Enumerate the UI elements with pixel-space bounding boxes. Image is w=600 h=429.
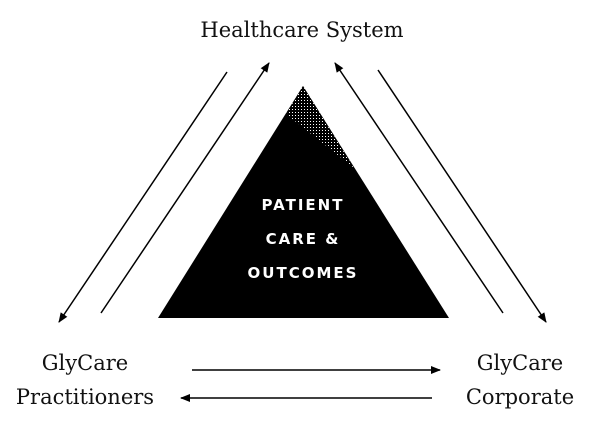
- arrow-healthcare-to-practitioners: [58, 71, 228, 323]
- center-triangle: [158, 86, 449, 318]
- center-label-line2: CARE &: [265, 230, 341, 248]
- node-corporate-line2: Corporate: [465, 385, 575, 409]
- arrow-healthcare-to-corporate: [377, 69, 547, 323]
- arrow-corporate-to-healthcare: [334, 62, 504, 314]
- center-label-line3: OUTCOMES: [247, 264, 359, 282]
- node-practitioners: GlyCare Practitioners: [0, 346, 170, 414]
- triangle-stipple-band: [286, 86, 354, 168]
- node-practitioners-line1: GlyCare: [41, 351, 129, 375]
- node-healthcare-system: Healthcare System: [200, 18, 404, 42]
- arrow-practitioners-to-healthcare: [100, 62, 270, 314]
- center-label-line1: PATIENT: [261, 196, 345, 214]
- node-practitioners-line2: Practitioners: [15, 385, 155, 409]
- node-corporate-line1: GlyCare: [476, 351, 564, 375]
- node-corporate: GlyCare Corporate: [450, 346, 590, 414]
- center-label: PATIENT CARE & OUTCOMES: [203, 188, 403, 290]
